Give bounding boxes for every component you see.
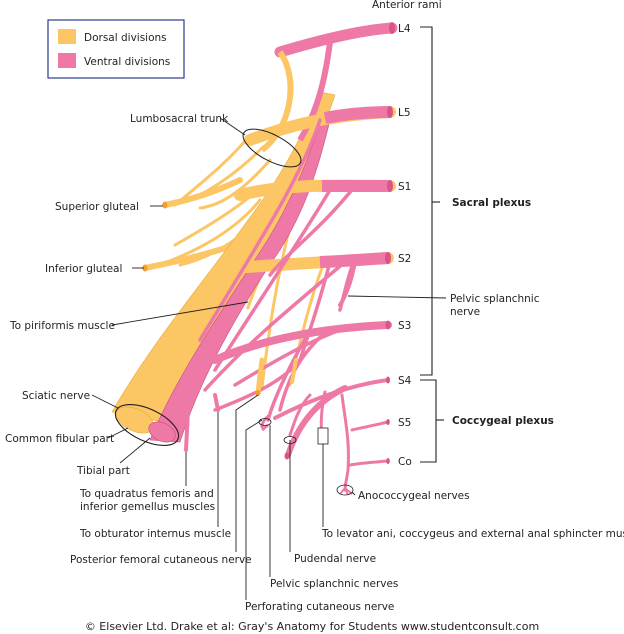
label-sacral-plexus: Sacral plexus — [452, 197, 531, 209]
label-obturator: To obturator internus muscle — [79, 528, 231, 540]
superior-gluteal-nerve — [162, 177, 243, 208]
label-pelvic-splanchnic-2: nerve — [450, 306, 480, 318]
label-levator: To levator ani, coccygeus and external a… — [321, 528, 624, 540]
label-anococcygeal: Anococcygeal nerves — [358, 490, 470, 502]
label-l4: L4 — [398, 23, 411, 35]
header-anterior-rami: Anterior rami — [372, 0, 442, 11]
legend-dorsal-label: Dorsal divisions — [84, 32, 167, 44]
label-inferior-gluteal: Inferior gluteal — [45, 263, 122, 275]
label-piriformis: To piriformis muscle — [9, 320, 115, 332]
label-s1: S1 — [398, 181, 411, 193]
label-s4: S4 — [398, 375, 412, 387]
copyright-caption: © Elsevier Ltd. Drake et al: Gray's Anat… — [85, 620, 539, 633]
label-quadratus-1: To quadratus femoris and — [79, 488, 214, 500]
label-l5: L5 — [398, 107, 411, 119]
label-lumbosacral-trunk: Lumbosacral trunk — [130, 113, 229, 125]
legend-ventral-label: Ventral divisions — [84, 56, 170, 68]
ventral-branches — [198, 118, 357, 422]
ramus-s4 — [273, 378, 390, 420]
plexus-brackets — [420, 26, 444, 463]
label-quadratus-2: inferior gemellus muscles — [80, 501, 215, 513]
label-s3: S3 — [398, 320, 411, 332]
ramus-s5 — [350, 420, 390, 432]
legend-dorsal-swatch — [58, 29, 76, 44]
label-co: Co — [398, 456, 412, 468]
ramus-s3 — [211, 321, 392, 364]
label-superior-gluteal: Superior gluteal — [55, 201, 139, 213]
legend-ventral-swatch — [58, 53, 76, 68]
label-pelvic-splanchnics: Pelvic splanchnic nerves — [270, 578, 398, 590]
label-pelvic-splanchnic-1: Pelvic splanchnic — [450, 293, 540, 305]
ramus-co — [348, 459, 390, 467]
legend: Dorsal divisions Ventral divisions — [47, 19, 185, 79]
label-s2: S2 — [398, 253, 411, 265]
inferior-gluteal-nerve — [142, 242, 238, 271]
lumbosacral-trunk-ring — [242, 128, 302, 168]
label-pudendal: Pudendal nerve — [294, 553, 376, 565]
label-tibial: Tibial part — [76, 465, 130, 477]
label-common-fibular: Common fibular part — [5, 433, 114, 445]
sciatic-cross-section — [114, 404, 180, 446]
label-s5: S5 — [398, 417, 411, 429]
label-post-femoral: Posterior femoral cutaneous nerve — [70, 554, 252, 566]
label-perforating: Perforating cutaneous nerve — [245, 601, 394, 613]
label-coccygeal-plexus: Coccygeal plexus — [452, 415, 554, 427]
ramus-l4 — [274, 22, 398, 58]
label-sciatic: Sciatic nerve — [22, 390, 90, 402]
nerve-illustration — [111, 22, 398, 496]
